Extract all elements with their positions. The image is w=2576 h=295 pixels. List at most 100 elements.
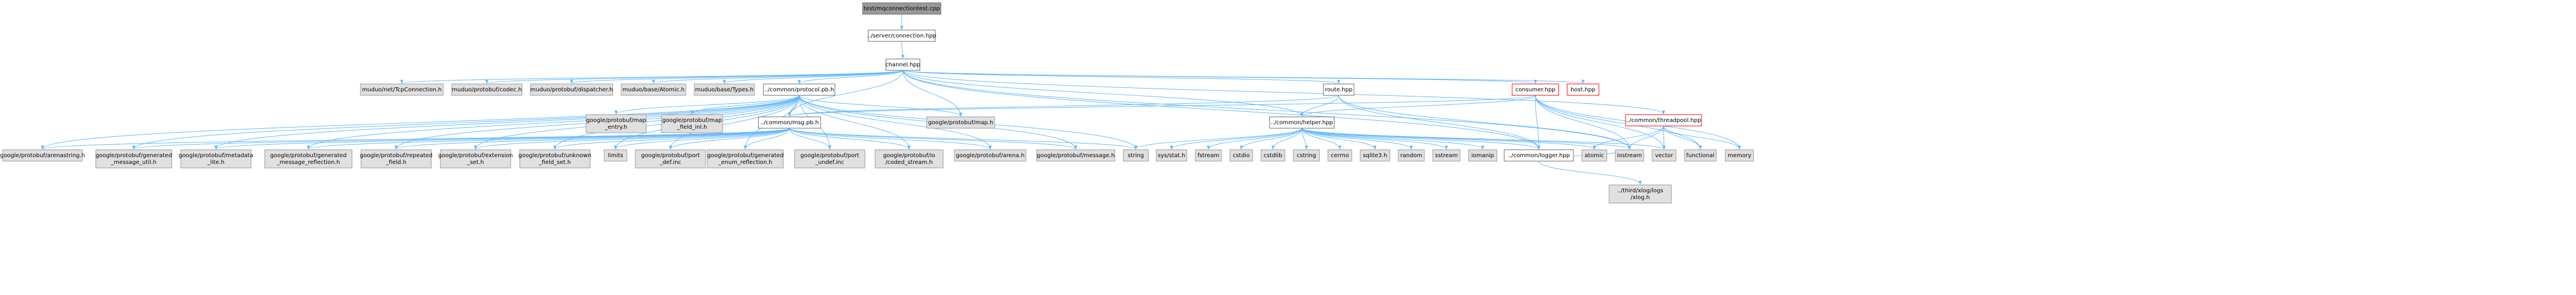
node-box-helper — [1269, 116, 1335, 129]
node-genenum: google/protobuf/generated_enum_reflectio… — [707, 149, 784, 168]
node-mapentry: google/protobuf/map_entry.h — [585, 114, 647, 133]
edge-msg-to-string — [789, 128, 1138, 150]
node-label-functional: functional — [1686, 153, 1714, 159]
node-label-xlog: /xlog.h — [1631, 195, 1650, 201]
edge-msg-to-limits — [614, 128, 790, 150]
node-label-fstream: fstream — [1198, 153, 1220, 159]
node-label-arena: google/protobuf/arena.h — [956, 153, 1024, 159]
node-box-codedstream — [875, 149, 944, 168]
node-msg[interactable]: ../common/msg.pb.h — [758, 116, 821, 129]
node-box-sqlite3 — [1360, 149, 1390, 162]
edge-channel-to-tcpconn — [400, 70, 903, 84]
node-label-repfield: _field.h — [385, 159, 406, 166]
node-srvconn[interactable]: ../server/connection.hpp — [867, 30, 936, 42]
node-label-extset: _set.h — [466, 159, 484, 166]
edge-channel-to-msg — [788, 70, 903, 117]
node-route[interactable]: route.hpp — [1323, 83, 1355, 96]
node-box-arena — [954, 149, 1026, 162]
edge-channel-to-codec — [485, 70, 903, 84]
node-label-channel: channel.hpp — [885, 62, 920, 68]
edge-channel-to-dispatcher — [570, 70, 903, 84]
node-label-genenum: google/protobuf/generated — [707, 153, 784, 159]
edge-helper-to-cerrno — [1301, 128, 1342, 150]
node-label-portdef: google/protobuf/port — [641, 153, 700, 159]
node-box-root — [862, 2, 941, 15]
node-string: string — [1123, 149, 1149, 162]
node-box-cstdlib — [1261, 149, 1285, 162]
node-label-msg: ../common/msg.pb.h — [760, 120, 818, 126]
node-box-protocol — [763, 83, 835, 96]
node-root[interactable]: test/mqconnectiontest.cpp — [862, 2, 941, 15]
node-box-limits — [604, 149, 627, 162]
node-label-types: muduo/base/Types.h — [695, 87, 753, 93]
node-atomic_h: muduo/base/Atomic.h — [621, 83, 686, 96]
node-label-cerrno: cerrno — [1331, 153, 1349, 159]
node-label-route: route.hpp — [1325, 87, 1353, 93]
node-label-logger: ../common/logger.hpp — [1508, 153, 1570, 159]
node-label-pbmap: google/protobuf/map.h — [928, 120, 994, 126]
node-label-iomanip: iomanip — [1471, 153, 1494, 159]
edge-protocol-to-portdef — [669, 95, 800, 150]
node-label-helper: ../common/helper.hpp — [1271, 120, 1333, 126]
node-box-cstring — [1293, 149, 1320, 162]
node-sqlite3: sqlite3.h — [1360, 149, 1390, 162]
edge-msg-to-extset — [474, 128, 790, 150]
node-label-codedstream: google/protobuf/io — [883, 153, 935, 159]
node-label-cstdio: cstdio — [1233, 153, 1250, 159]
node-label-limits: limits — [608, 153, 623, 159]
edge-protocol-to-pbmap — [799, 95, 962, 117]
node-label-consumer: consumer.hpp — [1516, 87, 1556, 93]
node-iomanip: iomanip — [1468, 149, 1497, 162]
node-label-xlog: ../third/xlog/logs — [1617, 188, 1663, 194]
edge-threadpool-to-atomic — [1593, 125, 1664, 150]
node-label-portundef: _undef.inc — [815, 159, 844, 166]
node-box-memory — [1725, 149, 1754, 162]
edge-helper-to-vector — [1301, 128, 1666, 150]
node-label-atomic: atomic — [1585, 153, 1604, 159]
edge-protocol-to-arena — [799, 95, 992, 150]
node-mapfieldinl: google/protobuf/map_field_inl.h — [661, 114, 723, 133]
node-label-host: host.hpp — [1571, 87, 1595, 93]
node-protocol[interactable]: ../common/protocol.pb.h — [763, 83, 835, 96]
node-logger[interactable]: ../common/logger.hpp — [1504, 149, 1574, 162]
node-box-genmsgrefl — [264, 149, 353, 168]
node-arenastring: google/protobuf/arenastring.h — [0, 149, 85, 162]
node-box-repfield — [360, 149, 432, 168]
node-repfield: google/protobuf/repeated_field.h — [360, 149, 432, 168]
edge-logger-to-xlog — [1538, 161, 1642, 185]
node-box-pbmap — [926, 116, 995, 129]
node-channel[interactable]: channel.hpp — [885, 58, 920, 71]
node-box-string — [1123, 149, 1149, 162]
node-label-sqlite3: sqlite3.h — [1363, 153, 1387, 159]
edge-helper-to-iostream — [1301, 128, 1631, 150]
node-label-tcpconn: muduo/net/TcpConnection.h — [362, 87, 442, 93]
node-genmsgrefl: google/protobuf/generated_message_reflec… — [264, 149, 353, 168]
node-cstdio: cstdio — [1229, 149, 1253, 162]
edge-helper-to-sysstat — [1170, 128, 1302, 150]
node-random: random — [1398, 149, 1425, 162]
node-label-protocol: ../common/protocol.pb.h — [765, 87, 834, 93]
node-label-sysstat: sys/stat.h — [1158, 153, 1185, 159]
edge-consumer-to-msg — [788, 95, 1536, 117]
node-label-metalite: google/protobuf/metadata — [179, 153, 253, 159]
edge-channel-to-iostream — [902, 70, 1631, 150]
node-box-sysstat — [1156, 149, 1187, 162]
node-box-iomanip — [1468, 149, 1497, 162]
edge-route-to-msg — [788, 95, 1339, 117]
edge-channel-to-route — [902, 70, 1340, 84]
node-arena: google/protobuf/arena.h — [954, 149, 1026, 162]
node-box-vector — [1652, 149, 1677, 162]
node-box-cstdio — [1229, 149, 1253, 162]
node-extset: google/protobuf/extension_set.h — [438, 149, 513, 168]
edge-protocol-to-mapentry — [614, 95, 800, 115]
node-box-functional — [1684, 149, 1717, 162]
edge-msg-to-repfield — [394, 128, 790, 150]
node-helper[interactable]: ../common/helper.hpp — [1269, 116, 1335, 129]
edge-protocol-to-genmsgutil — [132, 95, 800, 150]
edge-channel-to-types — [723, 70, 903, 84]
node-cerrno: cerrno — [1327, 149, 1352, 162]
edge-protocol-to-codedstream — [799, 95, 911, 150]
node-box-channel — [885, 58, 920, 71]
node-label-sstream: sstream — [1435, 153, 1458, 159]
